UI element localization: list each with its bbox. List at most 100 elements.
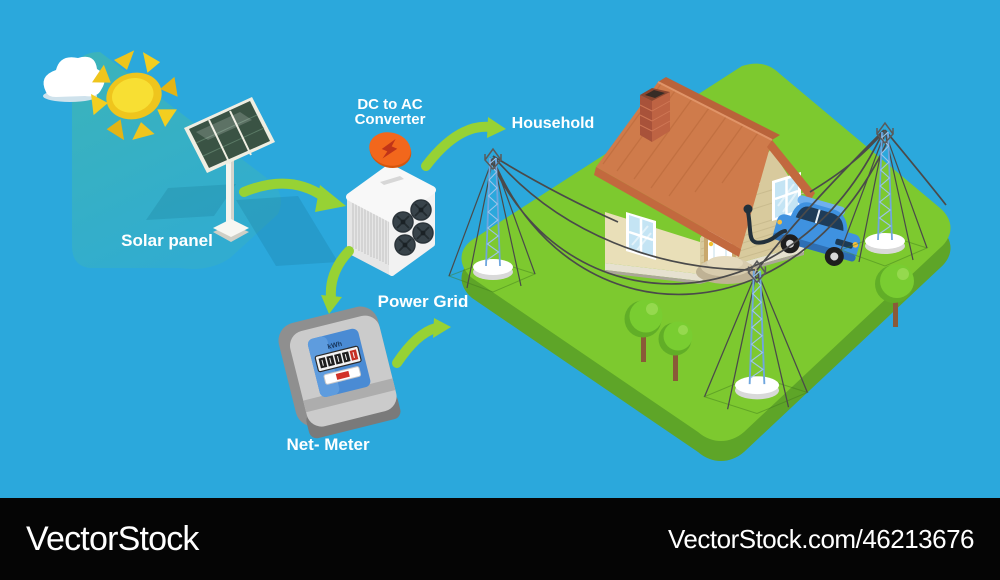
arrow-panel-to-converter [239, 178, 329, 202]
meter-unit-label: kWh [327, 341, 343, 351]
tower-guy-wires [448, 157, 536, 289]
tree-highlight [678, 325, 688, 335]
flow-arrows [239, 117, 506, 368]
chimney-flue [645, 90, 665, 98]
converter-label: DC to AC Converter [355, 97, 426, 127]
car-wheel-rear-hub [786, 239, 795, 248]
converter-top-slot [380, 176, 404, 185]
panel-sheen [196, 112, 252, 140]
arrow-converter-to-meter-head [321, 295, 342, 314]
tree-trunk [893, 297, 898, 327]
meter-digits [318, 349, 359, 369]
fan-hub-4 [420, 230, 426, 236]
image-url-text: VectorStock.com/46213676 [668, 523, 974, 554]
meter-band [303, 378, 396, 413]
tower-base-disc [473, 259, 513, 275]
window-southeast [772, 172, 801, 221]
net-meter-label: Net- Meter [286, 435, 370, 454]
power-tower-right [839, 121, 929, 267]
tree-3 [875, 264, 914, 327]
tree-foliage [663, 321, 693, 351]
panel-pole-shade [231, 158, 234, 226]
converter-ribs [352, 203, 390, 265]
arrow-panel-to-converter-head [315, 185, 346, 212]
converter-label-line2: Converter [354, 111, 426, 128]
illustration-svg: kWh [43, 50, 951, 461]
cable-wall-plug [743, 204, 753, 214]
arrow-converter-to-household-head [487, 117, 506, 138]
window-southwest [626, 212, 656, 260]
panel-column-bars [208, 110, 252, 165]
tower-base-disc [734, 376, 780, 395]
household-label: Household [511, 115, 595, 132]
tree-highlight [646, 303, 658, 315]
cloud-icon [43, 56, 105, 102]
cloud-body [43, 56, 105, 97]
sun-core [112, 77, 154, 113]
car-grille [835, 238, 854, 249]
car-wheel-front-hub [830, 252, 839, 261]
tree-highlight [897, 268, 909, 280]
roof-ne-sliver [658, 77, 780, 140]
tree-2 [658, 321, 693, 381]
roof-rake-fascia [767, 140, 815, 201]
arrow-converter-to-meter [325, 246, 354, 303]
car-taillight [777, 219, 783, 225]
tower-guy-wires [703, 270, 808, 410]
energy-badge [369, 132, 412, 168]
tree-trunk [641, 330, 646, 362]
panel-cells [189, 101, 270, 168]
tower-base-disc [865, 233, 905, 249]
cable-cord [746, 210, 787, 245]
solar-panel [184, 97, 275, 242]
step-upper [707, 256, 743, 270]
car-headlight [852, 242, 859, 248]
fan-hub-3 [402, 242, 408, 248]
tower-lattice [486, 157, 500, 261]
arrow-meter-to-grid-head [433, 318, 451, 338]
panel-shadow-right [236, 196, 338, 266]
tree-foliage [880, 264, 914, 298]
panel-base [213, 219, 249, 237]
house [594, 77, 815, 284]
tower-top-frame [876, 121, 894, 145]
brand-logo-text: VectorStock [26, 519, 199, 558]
tower-top-frame [484, 147, 502, 171]
roof-eave-fascia [594, 167, 741, 257]
fan-hub-2 [418, 207, 424, 213]
roof-ridge-highlight [657, 81, 773, 141]
chimney-brick-lines [639, 100, 671, 132]
arrow-converter-to-household [421, 121, 495, 171]
watermark-bar: VectorStock VectorStock.com/46213676 [0, 498, 1000, 580]
digit-marks [321, 352, 355, 366]
arrow-meter-to-grid [392, 323, 441, 368]
tower-top-frame [747, 259, 767, 284]
house-plinth-shadow [605, 252, 804, 284]
lightning-bolt-icon [381, 139, 398, 159]
power-wires [489, 129, 947, 296]
window-bars [628, 219, 654, 253]
chimney-right-face [652, 92, 670, 142]
converter-fans [392, 199, 434, 256]
ev-charging-cable [743, 204, 787, 245]
tower-lattice [878, 131, 892, 235]
car-window-pillar [814, 209, 821, 225]
meter-indicator-red [335, 370, 350, 380]
sun-rays [91, 50, 178, 141]
window-streak [777, 183, 798, 213]
converter-top-face [346, 164, 436, 223]
window-streak [631, 225, 652, 251]
door-knob [708, 241, 714, 247]
tree-trunk [673, 350, 678, 381]
panel-shadow-left [146, 184, 236, 220]
chimney [639, 88, 671, 142]
converter-label-line1: DC to AC [357, 96, 423, 113]
power-tower-middle [702, 259, 809, 415]
dc-ac-converter [346, 132, 436, 276]
power-tower-left [447, 147, 537, 293]
fan-hub-1 [400, 219, 406, 225]
panel-grid-lines [195, 111, 265, 163]
car [772, 195, 861, 266]
tree-foliage [629, 299, 663, 333]
